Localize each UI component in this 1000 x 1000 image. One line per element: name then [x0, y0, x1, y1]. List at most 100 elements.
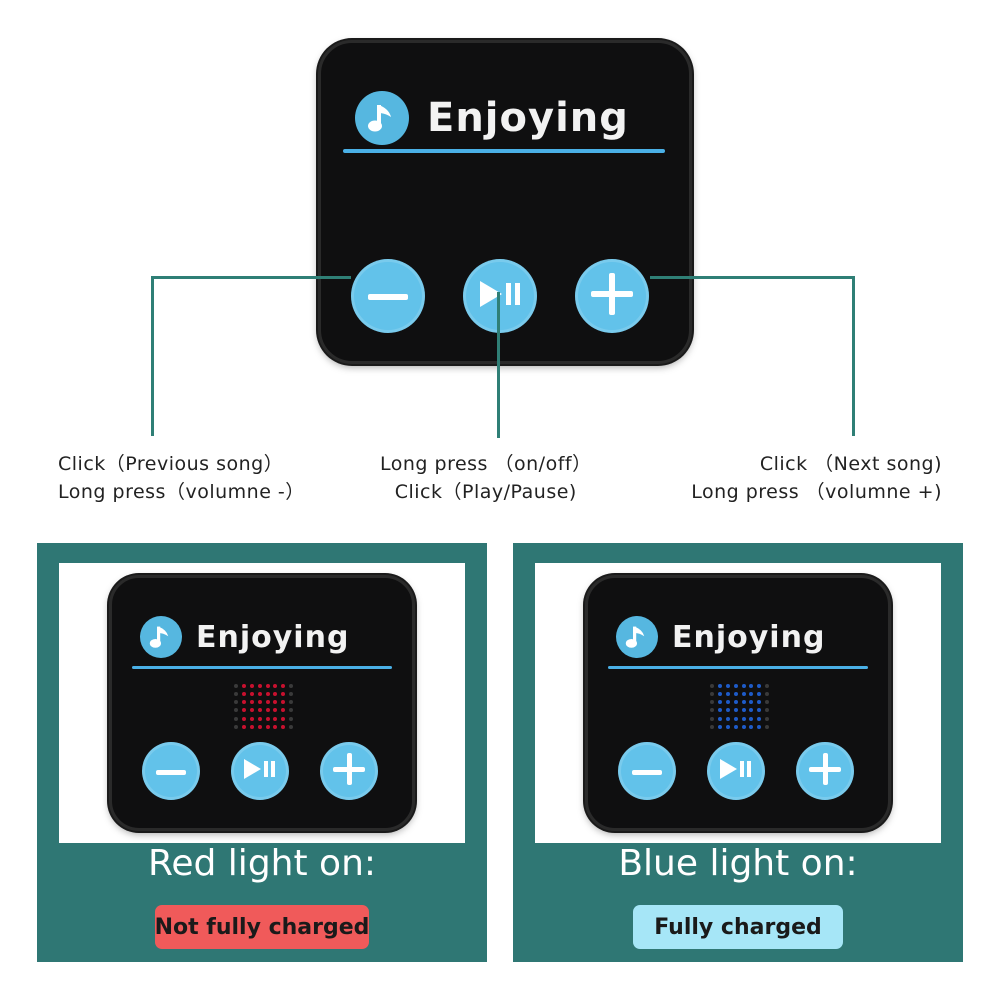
patch-photo-blue: Enjoying [535, 563, 941, 843]
play-pause-icon [719, 758, 753, 784]
headband-control-patch: Enjoying [318, 40, 692, 364]
led-dot [273, 724, 278, 729]
led-dot [733, 724, 738, 729]
status-badge-fully-charged: Fully charged [633, 905, 843, 949]
connector-left-horizontal [151, 276, 351, 279]
led-dot [733, 692, 738, 697]
led-dot [265, 708, 270, 713]
led-dot [749, 716, 754, 721]
led-dot [741, 708, 746, 713]
led-dot [741, 692, 746, 697]
led-dot [241, 692, 246, 697]
led-dot [273, 684, 278, 688]
connector-right-vertical [852, 276, 855, 436]
led-dot [717, 700, 722, 705]
led-dot [741, 700, 746, 705]
led-dot [257, 692, 262, 697]
led-dot [234, 716, 238, 721]
connector-center-vertical [497, 292, 500, 438]
plus-icon [809, 753, 841, 789]
mini-patch-blue: Enjoying [585, 575, 891, 831]
led-dot [241, 724, 246, 729]
led-dot [765, 700, 770, 705]
charging-heading-red: Red light on: [147, 843, 377, 884]
volume-down-button [142, 742, 200, 800]
minus-icon [632, 762, 662, 781]
instruction-left: Click（Previous song） Long press（volumne … [58, 450, 305, 506]
led-dot [765, 724, 770, 729]
led-dot [249, 700, 254, 705]
led-dot [273, 692, 278, 697]
led-dot [265, 716, 270, 721]
led-dot [765, 684, 770, 688]
status-badge-not-charged: Not fully charged [155, 905, 369, 949]
led-dot [757, 684, 762, 688]
led-dot [765, 692, 770, 697]
instruction-right: Click （Next song) Long press （volumne +) [691, 450, 942, 506]
led-dot [257, 724, 262, 729]
led-dot [249, 716, 254, 721]
led-dot [749, 700, 754, 705]
led-dot [289, 716, 294, 721]
led-dot [725, 724, 730, 729]
led-dot [234, 700, 238, 705]
play-pause-button [231, 742, 289, 800]
music-note-icon [616, 616, 658, 658]
volume-down-button [618, 742, 676, 800]
music-note-icon [355, 91, 409, 145]
led-dot [749, 724, 754, 729]
led-dot [257, 684, 262, 688]
volume-up-button[interactable] [575, 259, 649, 333]
volume-up-button [320, 742, 378, 800]
led-dot [710, 700, 714, 705]
led-dot [725, 700, 730, 705]
led-dot [241, 700, 246, 705]
led-dot [733, 708, 738, 713]
instruction-left-line2: Long press（volumne -） [58, 481, 305, 503]
led-dot [757, 724, 762, 729]
led-dot [725, 716, 730, 721]
led-dot [241, 708, 246, 713]
minus-icon [156, 762, 186, 781]
led-dot [289, 692, 294, 697]
volume-up-button [796, 742, 854, 800]
led-dot [717, 716, 722, 721]
mini-patch-title: Enjoying [196, 619, 350, 655]
led-dot [757, 716, 762, 721]
patch-photo-red: Enjoying [59, 563, 465, 843]
connector-right-horizontal [650, 276, 855, 279]
led-dot [757, 708, 762, 713]
plus-icon [591, 273, 633, 319]
led-dot [717, 724, 722, 729]
patch-title: Enjoying [427, 95, 629, 141]
led-dot [741, 724, 746, 729]
led-dot [281, 724, 286, 729]
volume-down-button[interactable] [351, 259, 425, 333]
instruction-right-line2: Long press （volumne +) [691, 481, 942, 503]
play-pause-icon [243, 758, 277, 784]
play-pause-button[interactable] [463, 259, 537, 333]
led-dot [757, 700, 762, 705]
music-note-icon [140, 616, 182, 658]
led-dot [289, 724, 294, 729]
led-dot [749, 684, 754, 688]
instruction-center: Long press （on/off） Click（Play/Pause) [380, 450, 592, 506]
play-pause-button [707, 742, 765, 800]
minus-icon [368, 287, 408, 306]
led-dot [281, 708, 286, 713]
led-dot [281, 692, 286, 697]
led-dot [710, 692, 714, 697]
led-dot [281, 700, 286, 705]
accent-divider [343, 149, 665, 153]
led-indicator-red [234, 684, 294, 730]
led-dot [710, 716, 714, 721]
led-dot [265, 700, 270, 705]
led-dot [749, 708, 754, 713]
led-dot [725, 692, 730, 697]
mini-patch-red: Enjoying [109, 575, 415, 831]
led-dot [733, 716, 738, 721]
play-pause-icon [478, 279, 522, 313]
led-dot [249, 708, 254, 713]
led-dot [765, 716, 770, 721]
led-dot [710, 724, 714, 729]
